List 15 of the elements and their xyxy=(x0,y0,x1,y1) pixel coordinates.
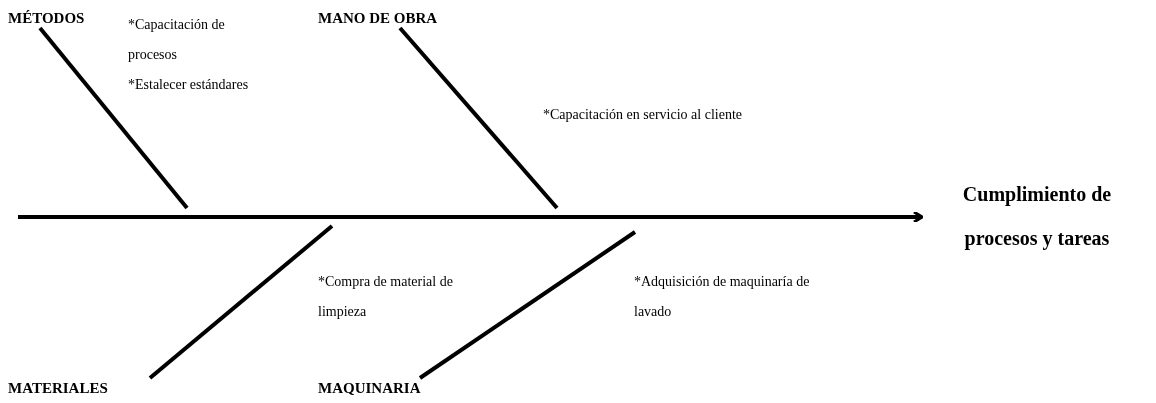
bone-line xyxy=(398,26,559,210)
category-label: MATERIALES xyxy=(8,378,158,398)
category-label: MAQUINARIA xyxy=(318,378,428,398)
bone-line xyxy=(148,224,334,380)
category-label: MANO DE OBRA xyxy=(318,8,448,28)
spine-arrow xyxy=(18,210,924,224)
bone-line xyxy=(418,230,637,380)
cause-text: *Capacitación de procesos xyxy=(128,16,226,64)
cause-text: *Estalecer estándares xyxy=(128,76,250,94)
category-label: MÉTODOS xyxy=(8,8,108,28)
effect-label: Cumplimiento de procesos y tareas xyxy=(926,172,1148,260)
bone-line xyxy=(38,26,189,210)
cause-text: *Compra de material de limpieza xyxy=(318,273,454,321)
cause-text: *Adquisición de maquinaría de lavado xyxy=(634,273,811,321)
cause-text: *Capacitación en servicio al cliente xyxy=(543,106,744,124)
